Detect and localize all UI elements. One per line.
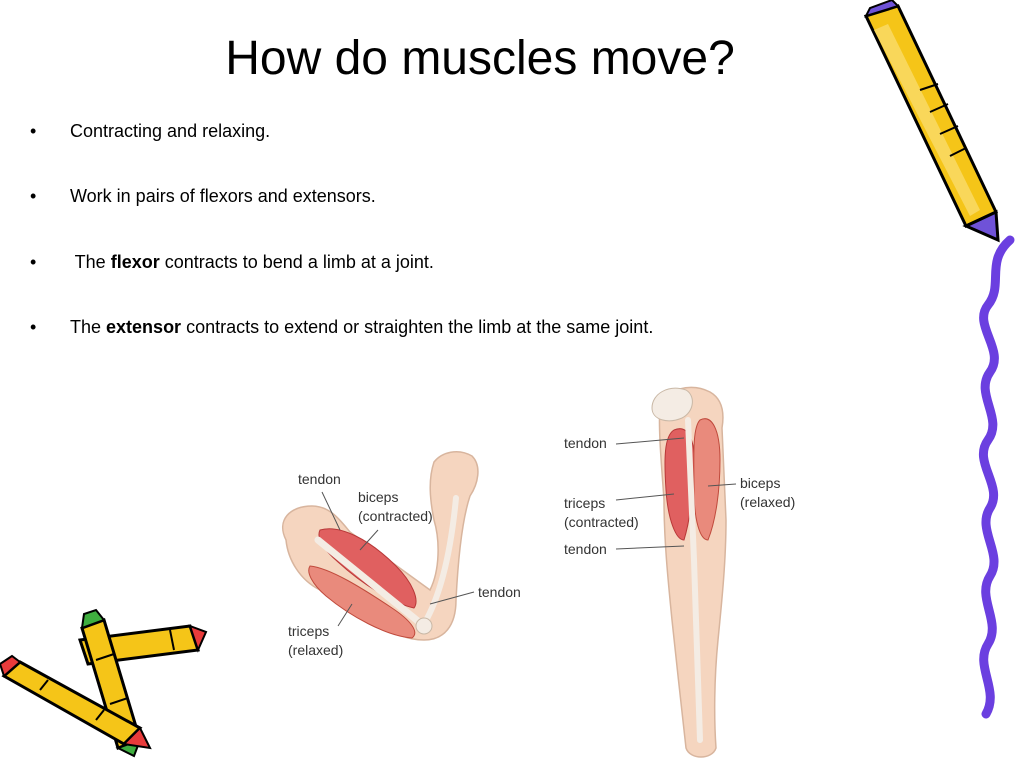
pencil-icon bbox=[863, 0, 1000, 243]
biceps-relaxed bbox=[693, 418, 721, 541]
leader-line bbox=[615, 493, 675, 501]
leader-line bbox=[615, 437, 685, 445]
label-biceps: biceps bbox=[358, 489, 398, 505]
label-tendon-bottom: tendon bbox=[564, 541, 607, 557]
crayon-bundle-icon bbox=[0, 608, 208, 758]
leader-line bbox=[707, 483, 737, 487]
label-biceps-state: (contracted) bbox=[358, 508, 433, 524]
leader-line bbox=[337, 603, 353, 627]
shoulder-cap bbox=[651, 387, 693, 422]
leader-line bbox=[321, 491, 341, 531]
elbow-joint bbox=[415, 617, 433, 635]
label-triceps-state: (contracted) bbox=[564, 514, 639, 530]
straight-arm-diagram: tendon triceps (contracted) tendon bicep… bbox=[564, 386, 795, 758]
leader-line bbox=[429, 591, 475, 605]
label-tendon-elbow: tendon bbox=[478, 584, 521, 600]
label-biceps: biceps bbox=[740, 475, 780, 491]
arm-bone bbox=[685, 417, 703, 743]
forearm-bone bbox=[421, 495, 459, 627]
wavy-line bbox=[978, 235, 1015, 719]
bent-arm-diagram: tendon biceps (contracted) tendon tricep… bbox=[281, 450, 521, 658]
slide-title: How do muscles move? bbox=[225, 32, 735, 85]
label-tendon: tendon bbox=[564, 435, 607, 451]
label-biceps-state: (relaxed) bbox=[740, 494, 795, 510]
label-triceps-state: (relaxed) bbox=[288, 642, 343, 658]
label-triceps: triceps bbox=[288, 623, 329, 639]
triceps-relaxed bbox=[308, 565, 416, 639]
humerus-bone bbox=[314, 536, 428, 630]
leader-line bbox=[359, 529, 379, 551]
leader-line bbox=[615, 545, 685, 550]
label-tendon: tendon bbox=[298, 471, 341, 487]
label-triceps: triceps bbox=[564, 495, 605, 511]
